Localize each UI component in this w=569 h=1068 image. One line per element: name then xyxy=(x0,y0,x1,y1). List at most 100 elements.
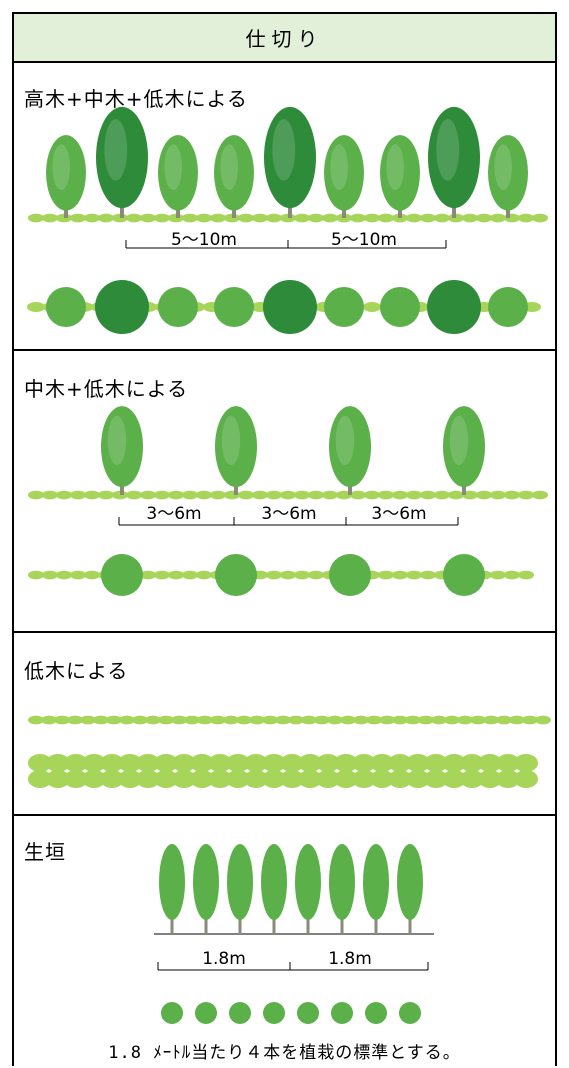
shrub-icon xyxy=(210,715,226,725)
dimension-label: 3〜6m xyxy=(371,504,426,524)
mid-tree-icon xyxy=(443,406,485,495)
shrub-icon xyxy=(93,715,109,725)
shrub-plan-icon xyxy=(460,770,484,788)
shrub-icon xyxy=(405,715,421,725)
shrub-icon xyxy=(28,213,44,223)
shrub-plan-icon xyxy=(280,754,304,772)
mid-tree-icon xyxy=(214,135,254,218)
shrub-icon xyxy=(490,490,506,500)
shrub-icon xyxy=(434,213,450,223)
shrub-plan-icon xyxy=(46,770,70,788)
mid-tree-icon xyxy=(329,406,371,495)
shrub-icon xyxy=(496,715,512,725)
shrub-plan-icon xyxy=(352,770,376,788)
shrub-icon xyxy=(378,490,394,500)
dimension-label: 3〜6m xyxy=(146,504,201,524)
shrub-icon xyxy=(322,490,338,500)
shrub-icon xyxy=(364,490,380,500)
shrub-icon xyxy=(288,715,304,725)
shrub-icon xyxy=(236,715,252,725)
shrub-icon xyxy=(70,570,86,580)
columnar-tree-plan-icon xyxy=(297,1002,319,1024)
dimension-label: 3〜6m xyxy=(261,504,316,524)
shrub-plan-icon xyxy=(406,754,430,772)
columnar-tree-plan-icon xyxy=(331,1002,353,1024)
shrub-icon xyxy=(518,490,534,500)
shrub-icon xyxy=(462,213,478,223)
shrub-icon xyxy=(420,570,436,580)
shrub-icon xyxy=(154,570,170,580)
shrub-icon xyxy=(518,213,534,223)
mid-tree-plan-icon xyxy=(443,554,485,596)
shrub-icon xyxy=(518,570,534,580)
shrub-icon xyxy=(252,213,268,223)
shrub-plan-icon xyxy=(226,754,250,772)
columnar-tree-plan-icon xyxy=(365,1002,387,1024)
shrub-icon xyxy=(182,570,198,580)
shrub-icon xyxy=(340,715,356,725)
section-title: 低木による xyxy=(24,659,129,683)
shrub-icon xyxy=(140,570,156,580)
mid-tree-plan-icon xyxy=(46,287,86,327)
shrub-plan-icon xyxy=(280,770,304,788)
shrub-icon xyxy=(168,570,184,580)
shrub-icon xyxy=(301,715,317,725)
shrub-icon xyxy=(363,302,381,312)
shrub-plan-icon xyxy=(244,770,268,788)
shrub-icon xyxy=(84,490,100,500)
shrub-plan-icon xyxy=(226,770,250,788)
shrub-icon xyxy=(70,213,86,223)
shrub-icon xyxy=(266,570,282,580)
shrub-plan-icon xyxy=(406,770,430,788)
shrub-icon xyxy=(238,213,254,223)
columnar-tree-icon xyxy=(329,844,355,934)
shrub-icon xyxy=(119,715,135,725)
shrub-plan-icon xyxy=(352,754,376,772)
shrub-plan-icon xyxy=(28,754,52,772)
shrub-icon xyxy=(238,490,254,500)
shrub-icon xyxy=(308,213,324,223)
shrub-icon xyxy=(98,213,114,223)
tall-tree-plan-icon xyxy=(427,280,481,334)
shrub-icon xyxy=(126,213,142,223)
shrub-plan-icon xyxy=(298,754,322,772)
mid-low-diagram: 3〜6m 3〜6m 3〜6m xyxy=(28,406,548,596)
shrub-icon xyxy=(350,213,366,223)
mid-tree-plan-icon xyxy=(324,287,364,327)
shrub-icon xyxy=(509,715,525,725)
shrub-icon xyxy=(28,490,44,500)
shrub-plan-icon xyxy=(244,754,268,772)
shrub-icon xyxy=(353,715,369,725)
shrub-icon xyxy=(196,490,212,500)
planting-note: 1.8 ﾒｰﾄﾙ当たり４本を植栽の標準とする。 xyxy=(108,1043,461,1063)
shrub-icon xyxy=(197,715,213,725)
columnar-tree-plan-icon xyxy=(399,1002,421,1024)
shrub-icon xyxy=(366,715,382,725)
mid-tree-icon xyxy=(488,135,528,218)
mid-tree-icon xyxy=(324,135,364,218)
header-title: 仕切り xyxy=(245,27,324,51)
shrub-icon xyxy=(126,490,142,500)
shrub-plan-icon xyxy=(82,770,106,788)
shrub-plan-icon xyxy=(316,754,340,772)
mid-tree-plan-icon xyxy=(488,287,528,327)
shrub-icon xyxy=(327,715,343,725)
shrub-plan-icon xyxy=(172,770,196,788)
shrub-icon xyxy=(490,213,506,223)
shrub-plan-icon xyxy=(424,754,448,772)
columnar-tree-icon xyxy=(363,844,389,934)
shrub-plan-icon xyxy=(460,754,484,772)
shrub-icon xyxy=(522,715,538,725)
shrub-icon xyxy=(275,715,291,725)
shrub-icon xyxy=(196,213,212,223)
columnar-tree-icon xyxy=(261,844,287,934)
shrub-icon xyxy=(470,715,486,725)
section-tall-mid-low: 高木+中木+低木による 5〜10m 5〜10m xyxy=(14,63,555,351)
shrub-icon xyxy=(434,490,450,500)
shrub-icon xyxy=(379,715,395,725)
shrub-icon xyxy=(280,570,296,580)
shrub-icon xyxy=(223,715,239,725)
shrub-icon xyxy=(476,213,492,223)
shrub-icon xyxy=(392,570,408,580)
shrub-plan-icon xyxy=(388,770,412,788)
